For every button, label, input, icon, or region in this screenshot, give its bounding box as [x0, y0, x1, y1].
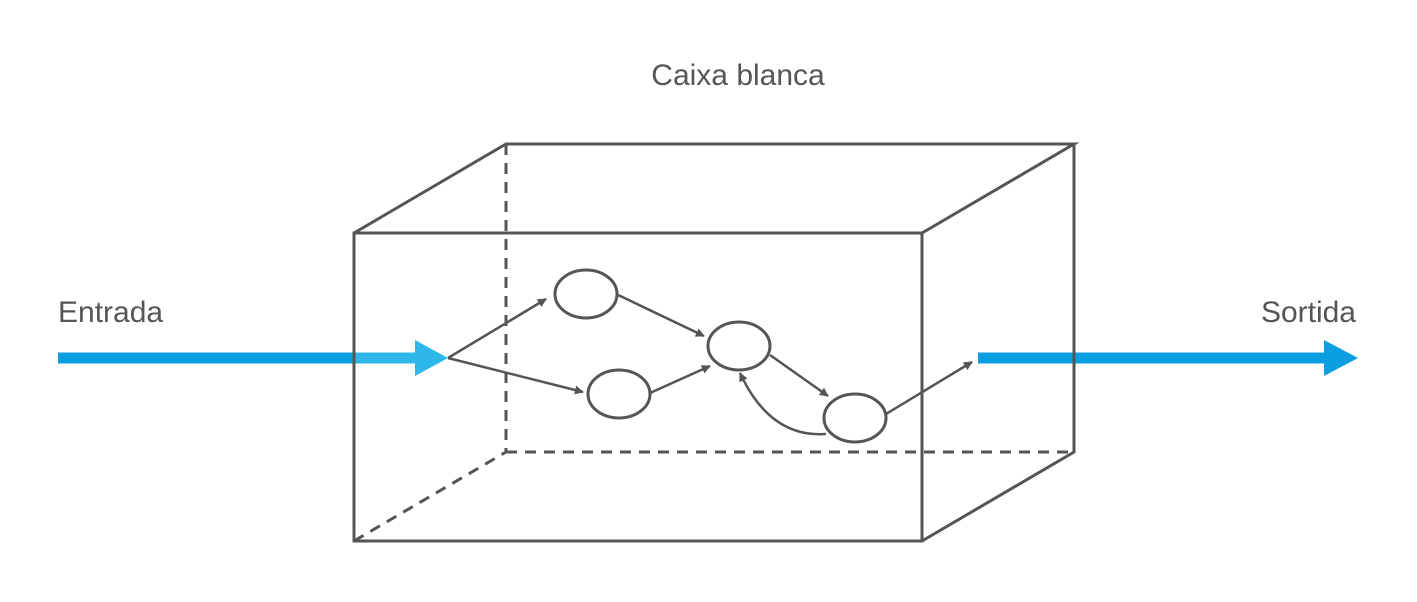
- hidden-edge-depth: [353, 450, 507, 543]
- flow-node-4-to-exit: [885, 360, 973, 416]
- box-top-face: [353, 142, 1080, 235]
- flow-node-2-to-node-3: [649, 364, 711, 395]
- flow-node-3-to-node-4: [769, 353, 829, 398]
- process-node-2: [586, 368, 652, 420]
- box-front-face: [352, 231, 924, 543]
- flow-entry-to-node-1: [447, 297, 547, 360]
- process-node-3: [706, 320, 772, 372]
- flow-entry-to-node-2: [447, 356, 584, 395]
- box-hidden-edges: [353, 144, 1074, 543]
- process-nodes: [553, 268, 888, 444]
- internal-flows: [447, 292, 973, 436]
- output-label: Sortida: [1261, 296, 1356, 329]
- flow-node-4-back-to-node-3: [738, 372, 827, 436]
- input-arrow: [58, 340, 448, 376]
- input-label: Entrada: [58, 296, 163, 329]
- input-arrowhead: [415, 340, 448, 376]
- process-node-1: [553, 268, 619, 320]
- output-arrow: [978, 340, 1358, 376]
- output-arrowhead: [1324, 340, 1358, 376]
- diagram-title: Caixa blanca: [651, 59, 825, 92]
- box-right-face: [921, 144, 1076, 543]
- box-visible-edges: [352, 142, 1080, 543]
- flow-node-1-to-node-3: [615, 292, 705, 338]
- process-node-4: [822, 392, 888, 444]
